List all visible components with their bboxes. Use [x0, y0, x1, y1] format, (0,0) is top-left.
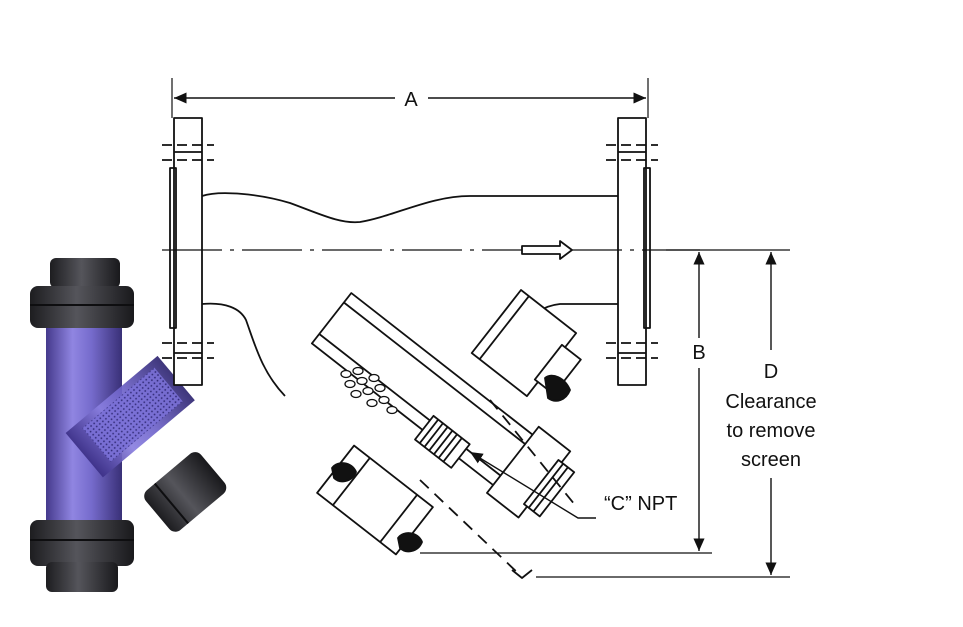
dimension-b-label: B [692, 342, 705, 364]
clearance-note-line-3: screen [741, 449, 801, 471]
clearance-note-line-2: to remove [727, 420, 816, 442]
strainer-photo [30, 258, 227, 592]
strainer-drawing [162, 78, 790, 579]
dimension-d-label: D [764, 361, 778, 383]
dimension-a-label: A [404, 89, 418, 111]
c-npt-label: “C” NPT [604, 493, 677, 515]
clearance-note-line-1: Clearance [725, 391, 816, 413]
